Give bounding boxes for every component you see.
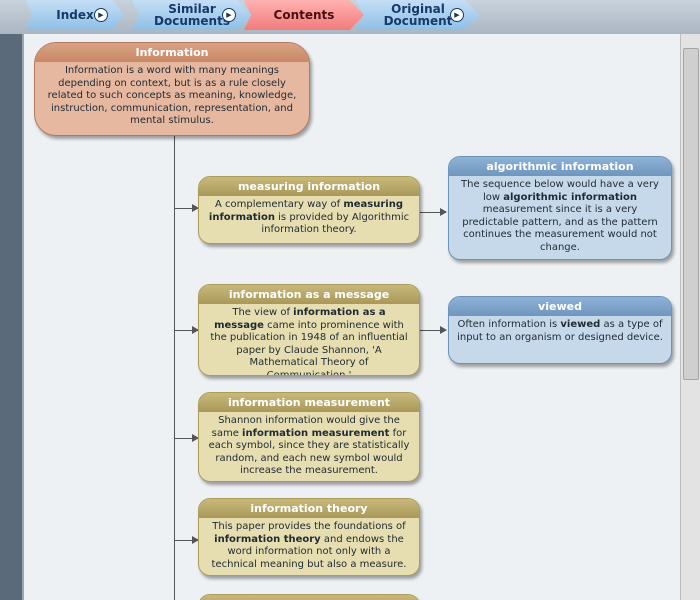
tab-original-document-label: Original Document <box>383 2 453 28</box>
arrow-icon <box>192 434 199 442</box>
node-title: measuring information <box>199 177 419 196</box>
connector-line <box>420 330 446 331</box>
node-measuring-information[interactable]: measuring information A complementary wa… <box>198 176 420 244</box>
node-title: viewed <box>449 297 671 316</box>
tab-similar-documents[interactable]: Similar Documents ▶ <box>132 0 252 30</box>
tab-original-document[interactable]: Original Document ▶ <box>356 0 480 30</box>
root-node-body: Information is a word with many meanings… <box>47 65 297 126</box>
node-title: algorithmic information <box>449 157 671 176</box>
node-information-theory[interactable]: information theory This paper provides t… <box>198 498 420 576</box>
node-title: information as a message <box>199 285 419 304</box>
connector-line <box>174 208 198 209</box>
play-icon: ▶ <box>450 8 464 22</box>
tab-index[interactable]: Index ▶ <box>26 0 124 30</box>
node-body: A complementary way of measuring informa… <box>208 199 410 235</box>
node-partial[interactable] <box>198 594 420 600</box>
node-body: The view of information as a message cam… <box>210 307 408 376</box>
root-node-title: Information <box>35 43 309 62</box>
arrow-icon <box>440 208 447 216</box>
node-viewed[interactable]: viewed Often information is viewed as a … <box>448 296 672 364</box>
node-body: Often information is viewed as a type of… <box>457 319 663 343</box>
node-body: This paper provides the foundations of i… <box>211 521 407 570</box>
vertical-scrollbar[interactable] <box>680 34 700 600</box>
root-node[interactable]: Information Information is a word with m… <box>34 42 310 136</box>
arrow-icon <box>192 326 199 334</box>
node-title <box>199 595 419 600</box>
scrollbar-thumb[interactable] <box>683 48 699 380</box>
tab-similar-documents-label: Similar Documents <box>154 2 230 28</box>
node-title: information theory <box>199 499 419 518</box>
connector-line <box>174 438 198 439</box>
tab-bar: Index ▶ Similar Documents ▶ Contents Ori… <box>0 0 700 35</box>
node-body: Shannon information would give the same … <box>208 415 410 476</box>
node-information-as-a-message[interactable]: information as a message The view of inf… <box>198 284 420 376</box>
tab-index-label: Index <box>56 8 94 22</box>
play-icon: ▶ <box>94 8 108 22</box>
connector-line <box>174 330 198 331</box>
concept-map: Information Information is a word with m… <box>22 34 680 600</box>
arrow-icon <box>192 536 199 544</box>
tab-contents[interactable]: Contents <box>244 0 364 30</box>
left-frame <box>0 34 22 600</box>
connector-line <box>174 540 198 541</box>
connector-line <box>174 134 175 600</box>
node-title: information measurement <box>199 393 419 412</box>
node-information-measurement[interactable]: information measurement Shannon informat… <box>198 392 420 482</box>
arrow-icon <box>440 326 447 334</box>
play-icon: ▶ <box>222 8 236 22</box>
tab-contents-label: Contents <box>273 8 335 22</box>
node-algorithmic-information[interactable]: algorithmic information The sequence bel… <box>448 156 672 260</box>
connector-line <box>420 212 446 213</box>
node-body: The sequence below would have a very low… <box>461 179 659 253</box>
arrow-icon <box>192 204 199 212</box>
